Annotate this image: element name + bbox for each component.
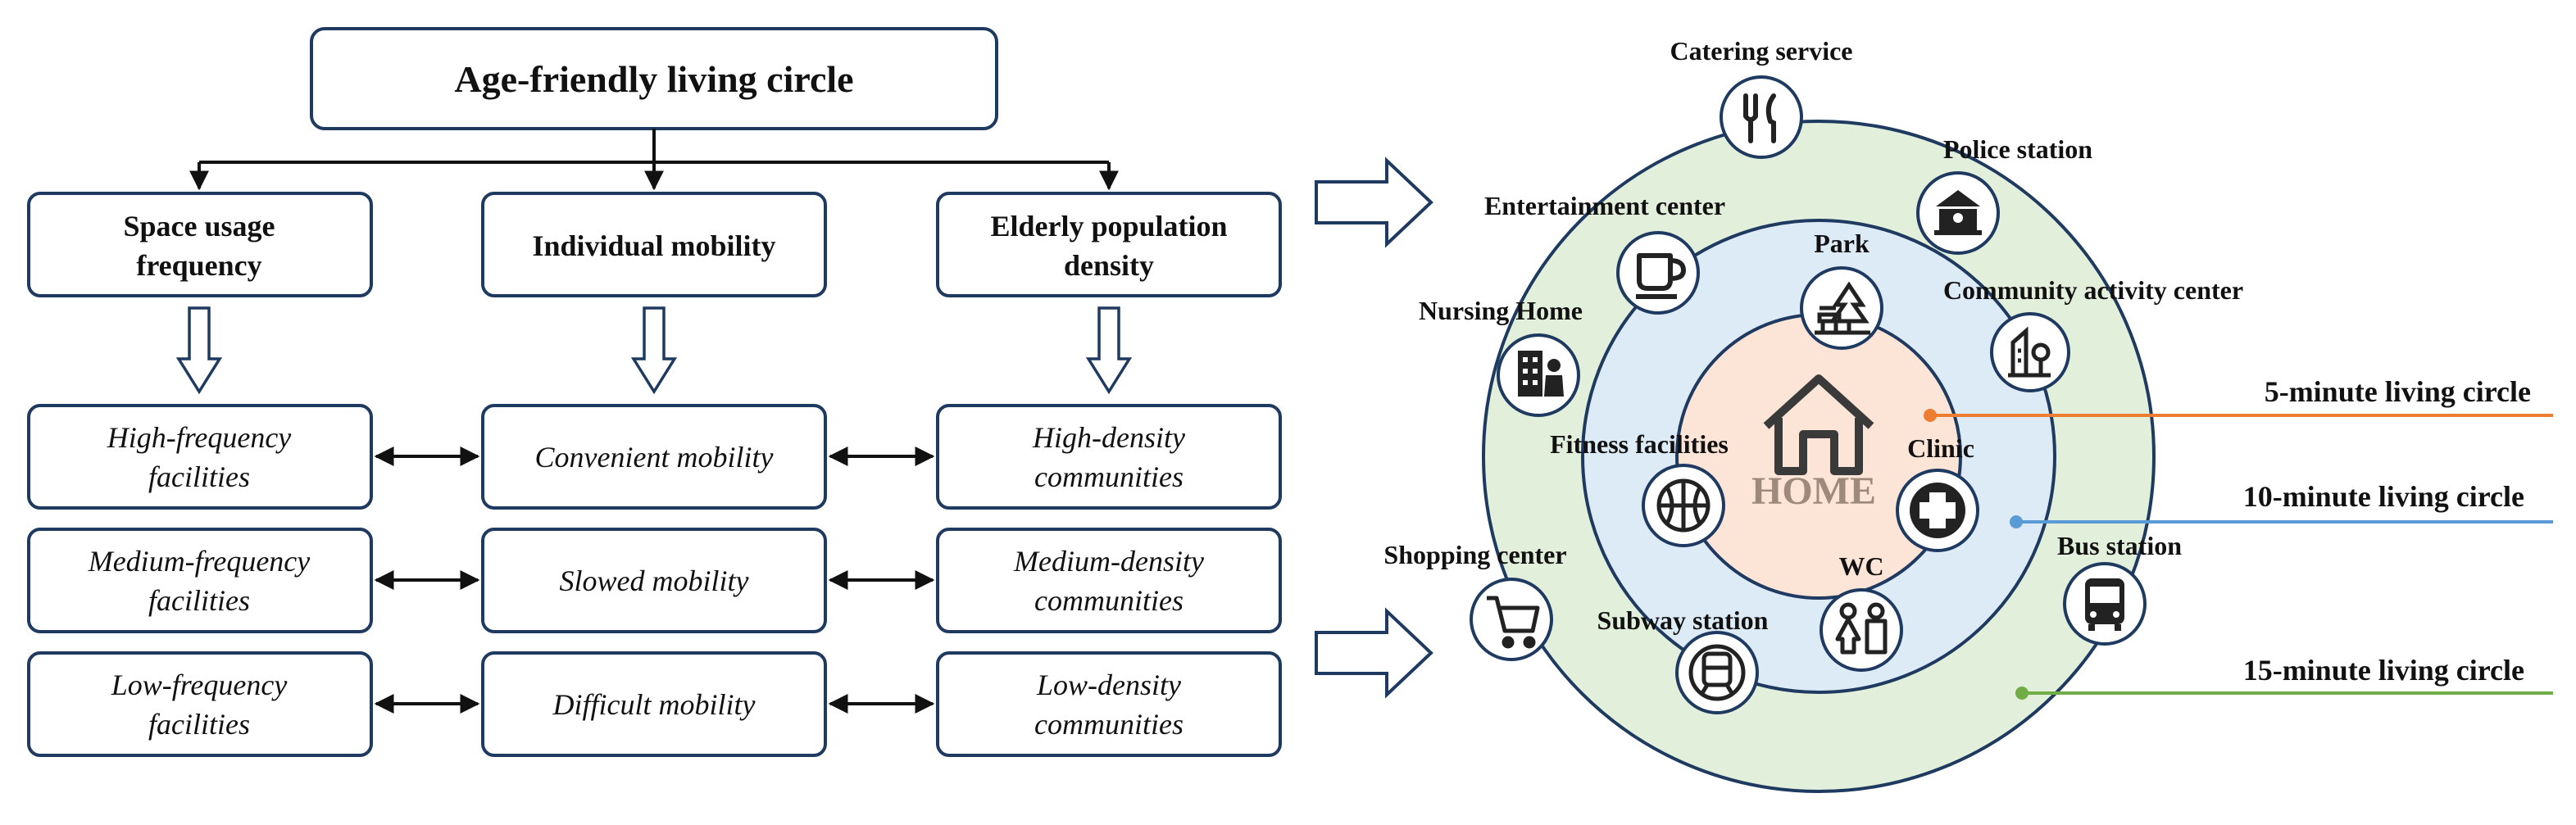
facility-badge xyxy=(1675,631,1759,714)
level-high-frequency-line2: facilities xyxy=(148,460,250,493)
ring-indicators: 5-minute living circle 10-minute living … xyxy=(1924,375,2553,700)
header-space-usage-line1: Space usage xyxy=(123,210,275,243)
facility-label: Fitness facilities xyxy=(1550,429,1729,459)
facility-label: Clinic xyxy=(1907,433,1974,463)
coffee-cup-icon xyxy=(1636,253,1686,299)
level-medium-frequency-line2: facilities xyxy=(148,584,250,617)
header-density-line2: density xyxy=(1064,249,1154,282)
facility-nursing-home: Nursing Home xyxy=(1419,296,1583,417)
facility-badge xyxy=(1990,312,2070,392)
nursing-home-icon xyxy=(1518,351,1564,397)
level-slowed-mobility: Slowed mobility xyxy=(560,564,749,597)
level-difficult-mobility: Difficult mobility xyxy=(552,688,756,721)
medical-cross-icon xyxy=(1910,483,1965,538)
title-connectors xyxy=(189,129,1119,191)
indicator-dot-15min xyxy=(2015,687,2029,700)
right-arrows xyxy=(1315,156,1433,699)
facility-label: Community activity center xyxy=(1943,275,2243,305)
level-box-difficult-mobility xyxy=(481,651,827,757)
header-density-line1: Elderly population xyxy=(990,210,1227,243)
facility-label: Police station xyxy=(1943,134,2092,164)
level-convenient-mobility: Convenient mobility xyxy=(535,441,774,474)
indicator-dot-10min xyxy=(2010,515,2023,528)
facility-label: Subway station xyxy=(1597,605,1769,635)
facility-badge xyxy=(1616,231,1700,315)
facility-community-activity-center: Community activity center xyxy=(1943,275,2243,392)
facility-wc: WC xyxy=(1820,551,1903,672)
right-arrow-top xyxy=(1315,156,1433,248)
level-box-low-density xyxy=(936,651,1282,757)
level-box-medium-density xyxy=(936,528,1282,633)
facility-label: WC xyxy=(1838,551,1883,581)
header-box-space-usage xyxy=(27,192,373,297)
facility-shopping-center: Shopping center xyxy=(1383,540,1567,661)
living-circle-diagram: HOME 5-minute living circle 10-minute li… xyxy=(1383,36,2553,793)
level-low-frequency-line2: facilities xyxy=(148,708,250,741)
facility-label: Shopping center xyxy=(1383,540,1566,569)
facility-police-station: Police station xyxy=(1916,134,2092,255)
flowchart: Age-friendly living circle Space usage f… xyxy=(27,27,1282,757)
header-mobility: Individual mobility xyxy=(532,229,775,262)
indicator-dot-5min xyxy=(1924,409,1937,422)
bus-icon xyxy=(2085,578,2124,631)
facility-park: Park xyxy=(1800,229,1883,350)
facility-subway-station: Subway station xyxy=(1597,605,1769,714)
fork-knife-icon xyxy=(1743,93,1776,143)
level-box-convenient-mobility xyxy=(481,404,827,510)
facility-badge xyxy=(1820,588,1903,672)
facility-label: Entertainment center xyxy=(1484,191,1725,220)
facility-label: Nursing Home xyxy=(1419,296,1583,325)
header-space-usage-line2: frequency xyxy=(136,249,261,282)
level-box-slowed-mobility xyxy=(481,528,827,633)
level-medium-density-line1: Medium-density xyxy=(1013,545,1204,578)
park-icon xyxy=(1815,281,1870,335)
level-box-low-frequency xyxy=(27,651,373,757)
restroom-icon xyxy=(1835,602,1888,655)
level-low-density-line1: Low-density xyxy=(1036,669,1181,701)
down-arrow-3 xyxy=(1085,306,1133,395)
facility-catering-service: Catering service xyxy=(1670,36,1853,159)
right-arrow-bottom xyxy=(1315,607,1433,699)
level-box-high-density xyxy=(936,404,1282,510)
level-medium-density-line2: communities xyxy=(1034,584,1184,617)
level-high-frequency-line1: High-frequency xyxy=(107,421,292,454)
double-arrows xyxy=(374,446,935,714)
title-text: Age-friendly living circle xyxy=(454,58,853,100)
level-box-high-frequency xyxy=(27,404,373,510)
down-arrow-2 xyxy=(630,306,678,395)
home-icon xyxy=(1763,374,1874,475)
level-low-frequency-line1: Low-frequency xyxy=(111,669,288,701)
ring-label-15min: 15-minute living circle xyxy=(2243,654,2524,687)
shopping-cart-icon xyxy=(1487,596,1540,649)
facility-label: Catering service xyxy=(1670,36,1852,66)
basketball-icon xyxy=(1656,478,1711,533)
header-box-mobility xyxy=(481,192,827,297)
police-station-icon xyxy=(1934,190,1982,235)
community-center-icon xyxy=(2008,326,2051,378)
facility-entertainment-center: Entertainment center xyxy=(1484,191,1725,315)
down-arrow-1 xyxy=(175,306,223,395)
facility-label: Park xyxy=(1814,229,1870,258)
level-medium-frequency-line1: Medium-frequency xyxy=(88,545,311,578)
facility-bus-station: Bus station xyxy=(2057,531,2182,646)
ring-label-5min: 5-minute living circle xyxy=(2265,375,2531,408)
level-low-density-line2: communities xyxy=(1034,708,1184,741)
ring-label-10min: 10-minute living circle xyxy=(2243,480,2524,513)
subway-train-icon xyxy=(1688,644,1746,701)
level-high-density-line2: communities xyxy=(1034,460,1184,493)
down-arrows xyxy=(175,306,1133,395)
facility-badge xyxy=(1720,75,1803,159)
facility-clinic: Clinic xyxy=(1896,433,1979,552)
facility-fitness-facilities: Fitness facilities xyxy=(1550,429,1729,547)
level-box-medium-frequency xyxy=(27,528,373,633)
header-box-density xyxy=(936,192,1282,297)
level-high-density-line1: High-density xyxy=(1032,421,1185,454)
home-label: HOME xyxy=(1751,469,1876,513)
facility-label: Bus station xyxy=(2057,531,2182,560)
